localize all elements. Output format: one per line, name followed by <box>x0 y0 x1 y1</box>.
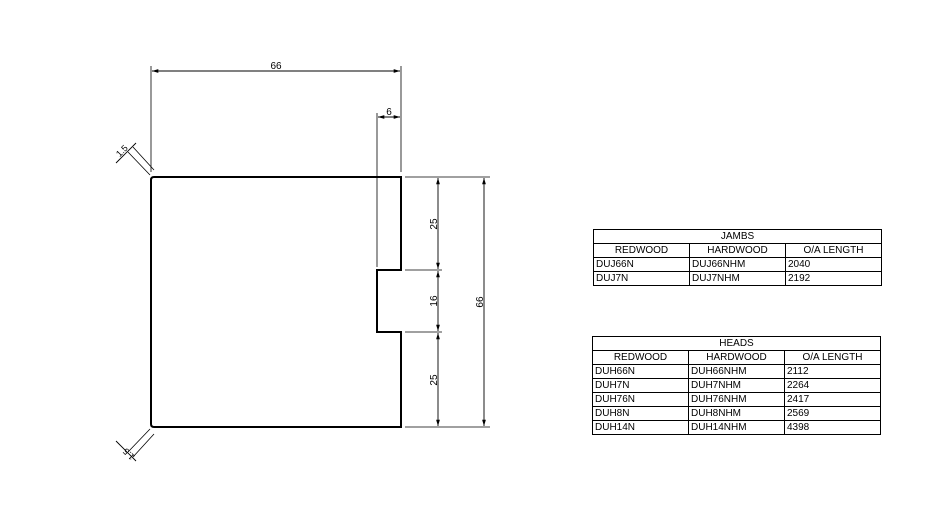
column-header: HARDWOOD <box>688 350 785 365</box>
cell: 2040 <box>785 257 882 272</box>
table-row: DUH14N DUH14NHM 4398 <box>592 420 881 435</box>
heads-title: HEADS <box>592 336 881 351</box>
table-row: DUH8N DUH8NHM 2569 <box>592 406 881 421</box>
cell: DUH66N <box>592 364 689 379</box>
dimension-lines <box>115 69 486 462</box>
table-row: DUJ7N DUJ7NHM 2192 <box>593 271 882 286</box>
cell: DUH8N <box>592 406 689 421</box>
cell: DUH14NHM <box>688 420 785 435</box>
profile-outline <box>150 176 402 428</box>
cell: DUH76N <box>592 392 689 407</box>
cell: 4398 <box>784 420 881 435</box>
table-row: DUH76N DUH76NHM 2417 <box>592 392 881 407</box>
cell: DUH7N <box>592 378 689 393</box>
dim-tongue-width: 16 <box>429 295 440 307</box>
jambs-table: JAMBS REDWOOD HARDWOOD O/A LENGTH DUJ66N… <box>593 229 882 286</box>
dim-lower-section: 25 <box>429 374 440 386</box>
dim-chamfer-top: 1.5 <box>114 143 130 159</box>
column-header: REDWOOD <box>593 243 690 258</box>
cell: DUJ66N <box>593 257 690 272</box>
column-header: HARDWOOD <box>689 243 786 258</box>
dim-overall-height: 66 <box>475 296 486 308</box>
heads-table: HEADS REDWOOD HARDWOOD O/A LENGTH DUH66N… <box>592 336 881 435</box>
table-row: DUH66N DUH66NHM 2112 <box>592 364 881 379</box>
table-row: DUH7N DUH7NHM 2264 <box>592 378 881 393</box>
cell: DUJ66NHM <box>689 257 786 272</box>
column-header: O/A LENGTH <box>784 350 881 365</box>
cell: 2192 <box>785 271 882 286</box>
cell: DUJ7N <box>593 271 690 286</box>
column-header: O/A LENGTH <box>785 243 882 258</box>
cell: DUH14N <box>592 420 689 435</box>
cell: DUH76NHM <box>688 392 785 407</box>
cell: 2264 <box>784 378 881 393</box>
cell: DUJ7NHM <box>689 271 786 286</box>
cell: DUH66NHM <box>688 364 785 379</box>
jambs-title: JAMBS <box>593 229 882 244</box>
cell: 2569 <box>784 406 881 421</box>
dim-upper-section: 25 <box>429 218 440 230</box>
extension-lines <box>127 66 490 458</box>
cell: 2112 <box>784 364 881 379</box>
column-header: REDWOOD <box>592 350 689 365</box>
dim-tongue-depth: 6 <box>386 107 392 118</box>
dim-overall-width: 66 <box>270 61 282 72</box>
table-row: DUJ66N DUJ66NHM 2040 <box>593 257 882 272</box>
cell: DUH7NHM <box>688 378 785 393</box>
cell: DUH8NHM <box>688 406 785 421</box>
cell: 2417 <box>784 392 881 407</box>
